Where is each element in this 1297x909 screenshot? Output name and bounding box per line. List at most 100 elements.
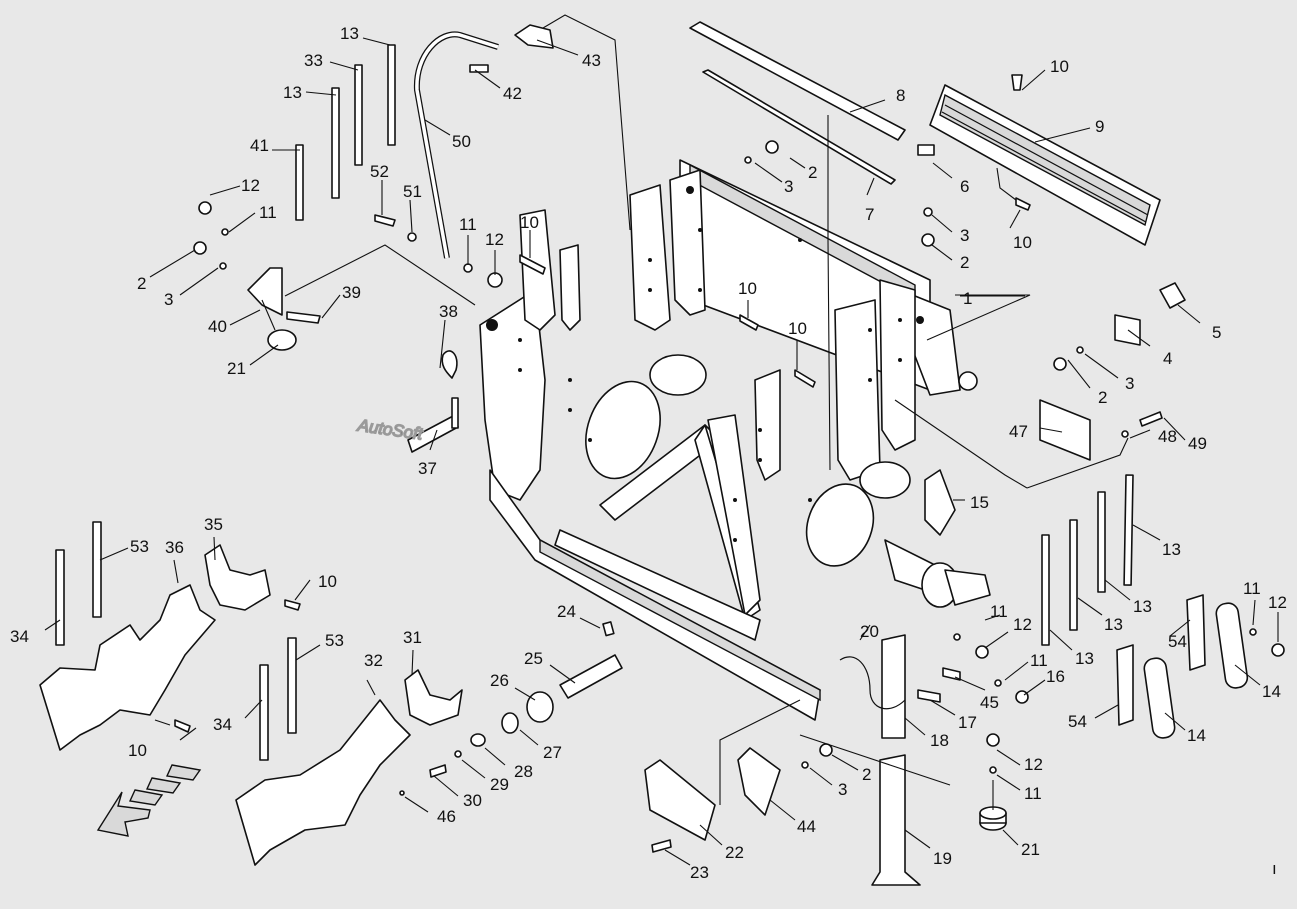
- handle-50: [413, 31, 499, 259]
- callout-11-f: 11: [459, 215, 477, 234]
- callout-24: 24: [557, 602, 576, 621]
- callout-18: 18: [930, 731, 949, 750]
- direction-arrow: [96, 764, 202, 837]
- trough-9: [929, 84, 1161, 246]
- callout-54-b: 54: [1068, 712, 1087, 731]
- callout-36: 36: [165, 538, 184, 557]
- pad-5: [1159, 282, 1186, 309]
- washer-27: [501, 712, 519, 734]
- callout-27: 27: [543, 743, 562, 762]
- post-18: [881, 634, 906, 739]
- callout-11-a: 11: [1243, 579, 1261, 598]
- callout-12-e: 12: [485, 230, 504, 249]
- cover-strip-8: [689, 21, 906, 141]
- callout-52: 52: [370, 162, 389, 181]
- callout-51: 51: [403, 182, 422, 201]
- callout-11-b: 11: [990, 602, 1008, 621]
- callout-13-e: 13: [283, 83, 302, 102]
- callout-1: 1: [963, 289, 972, 308]
- callout-17: 17: [958, 713, 977, 732]
- callout-12-a: 12: [1268, 593, 1287, 612]
- callout-28: 28: [514, 762, 533, 781]
- callout-41: 41: [250, 136, 269, 155]
- callout-3: 3: [784, 177, 793, 196]
- callout-34-a: 34: [213, 715, 232, 734]
- callout-26: 26: [490, 671, 509, 690]
- callout-13-d: 13: [1075, 649, 1094, 668]
- callout-13-a: 13: [1162, 540, 1181, 559]
- callout-48: 48: [1158, 427, 1177, 446]
- callout-9: 9: [1095, 117, 1104, 136]
- post-19: [871, 754, 921, 886]
- callout-10-c: 10: [520, 213, 539, 232]
- callout-34-b: 34: [10, 627, 29, 646]
- callout-12-b: 12: [1013, 615, 1032, 634]
- callout-31: 31: [403, 628, 422, 647]
- leader-lines: [44, 14, 1279, 866]
- callout-30: 30: [463, 791, 482, 810]
- plate-22: [644, 759, 716, 841]
- callout-32: 32: [364, 651, 383, 670]
- washer-28: [470, 733, 486, 747]
- callout-14-b: 14: [1187, 726, 1206, 745]
- callout-22: 22: [725, 843, 744, 862]
- pin-37: [407, 397, 459, 453]
- callout-11-d: 11: [1024, 784, 1042, 803]
- side-panel-32: [235, 699, 411, 866]
- callout-49: 49: [1188, 434, 1207, 453]
- callout-45: 45: [980, 693, 999, 712]
- rubber-foot-21-right: [979, 806, 1007, 831]
- callout-11-c: 11: [1030, 651, 1048, 670]
- strips-53-34: [55, 521, 297, 761]
- callout-54-a: 54: [1168, 632, 1187, 651]
- links-14-54: [1116, 594, 1249, 739]
- callout-42: 42: [503, 84, 522, 103]
- callout-labels: 1 2 3 4 5 6 7 8 9 10 10 10 10 10 10 10 3…: [10, 24, 1287, 882]
- callout-2-c: 2: [1098, 388, 1107, 407]
- callout-53-b: 53: [130, 537, 149, 556]
- callout-10-f: 10: [318, 572, 337, 591]
- main-frame: [479, 159, 991, 721]
- clip-38: [441, 350, 458, 379]
- callout-33: 33: [304, 51, 323, 70]
- side-panel-31: [404, 669, 463, 726]
- callout-10-b: 10: [1013, 233, 1032, 252]
- callout-12-c: 12: [1024, 755, 1043, 774]
- rubber-foot-21-left: [267, 329, 297, 351]
- callout-2-d: 2: [862, 765, 871, 784]
- callout-10-g: 10: [128, 741, 147, 760]
- corner-mark: ı: [1272, 859, 1277, 878]
- bracket-40: [247, 267, 283, 316]
- callout-14-a: 14: [1262, 682, 1281, 701]
- callout-12-d: 12: [241, 176, 260, 195]
- callout-8: 8: [896, 86, 905, 105]
- callout-10-e: 10: [788, 319, 807, 338]
- hardware: [174, 64, 1285, 853]
- callout-53-a: 53: [325, 631, 344, 650]
- callout-3-e: 3: [164, 290, 173, 309]
- pin-24: [602, 621, 615, 637]
- callout-21-a: 21: [1021, 840, 1040, 859]
- callout-15: 15: [970, 493, 989, 512]
- strips-13-right: [1041, 474, 1134, 646]
- watermark: AutoSoft: [356, 416, 425, 444]
- callout-37: 37: [418, 459, 437, 478]
- callout-20: 20: [860, 622, 879, 641]
- callout-3-b: 3: [960, 226, 969, 245]
- cable-20: [839, 656, 906, 710]
- bracket-15: [924, 469, 956, 536]
- callout-10-d: 10: [738, 279, 757, 298]
- callout-6: 6: [960, 177, 969, 196]
- callout-13-b: 13: [1133, 597, 1152, 616]
- callout-5: 5: [1212, 323, 1221, 342]
- callout-11-e: 11: [259, 203, 277, 222]
- callout-50: 50: [452, 132, 471, 151]
- callout-38: 38: [439, 302, 458, 321]
- callout-21-b: 21: [227, 359, 246, 378]
- callout-35: 35: [204, 515, 223, 534]
- callout-13-c: 13: [1104, 615, 1123, 634]
- callout-25: 25: [524, 649, 543, 668]
- strips-top-left: [295, 44, 396, 221]
- callout-3-c: 3: [1125, 374, 1134, 393]
